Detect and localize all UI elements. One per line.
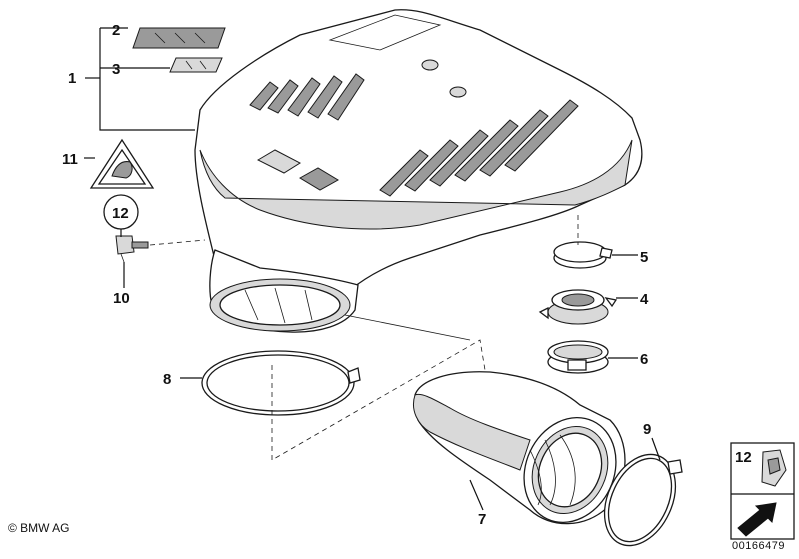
direction-arrow-icon xyxy=(737,502,777,537)
callout-7: 7 xyxy=(478,511,486,528)
engine-cover xyxy=(194,9,643,333)
callout-6: 6 xyxy=(640,351,648,368)
callout-2: 2 xyxy=(112,22,120,39)
seal-ring-8 xyxy=(201,350,361,416)
callout-3: 3 xyxy=(112,61,120,78)
clamp-5 xyxy=(553,241,613,269)
callout-5: 5 xyxy=(640,249,648,266)
callout-8: 8 xyxy=(163,371,171,388)
callout-12: 12 xyxy=(112,205,129,222)
clamp-9 xyxy=(603,453,683,547)
inset-callout-12: 12 xyxy=(735,449,752,466)
callout-11: 11 xyxy=(62,151,78,168)
inset-panel: 12 xyxy=(730,442,795,540)
warning-label xyxy=(89,138,155,189)
assembly-guides xyxy=(149,215,579,461)
callout-10: 10 xyxy=(113,290,130,307)
adapter-4 xyxy=(538,289,618,325)
cover-bolt-2 xyxy=(449,86,467,98)
emblem-3 xyxy=(169,57,223,73)
callout-4: 4 xyxy=(640,291,649,308)
clip-part-icon xyxy=(761,449,787,487)
document-number: 00166479 xyxy=(732,540,785,552)
callout-leaders xyxy=(84,27,661,511)
cover-ribs-right xyxy=(379,99,579,197)
cover-bolt-1 xyxy=(421,59,439,71)
emblem-2 xyxy=(132,27,226,49)
intake-hose-7 xyxy=(413,371,626,525)
copyright-text: © BMW AG xyxy=(8,521,70,535)
callout-1: 1 xyxy=(68,70,76,87)
cover-ribs-top xyxy=(249,73,365,121)
clamp-6 xyxy=(547,340,609,374)
callout-9: 9 xyxy=(643,421,651,438)
sensor-10 xyxy=(115,235,149,263)
